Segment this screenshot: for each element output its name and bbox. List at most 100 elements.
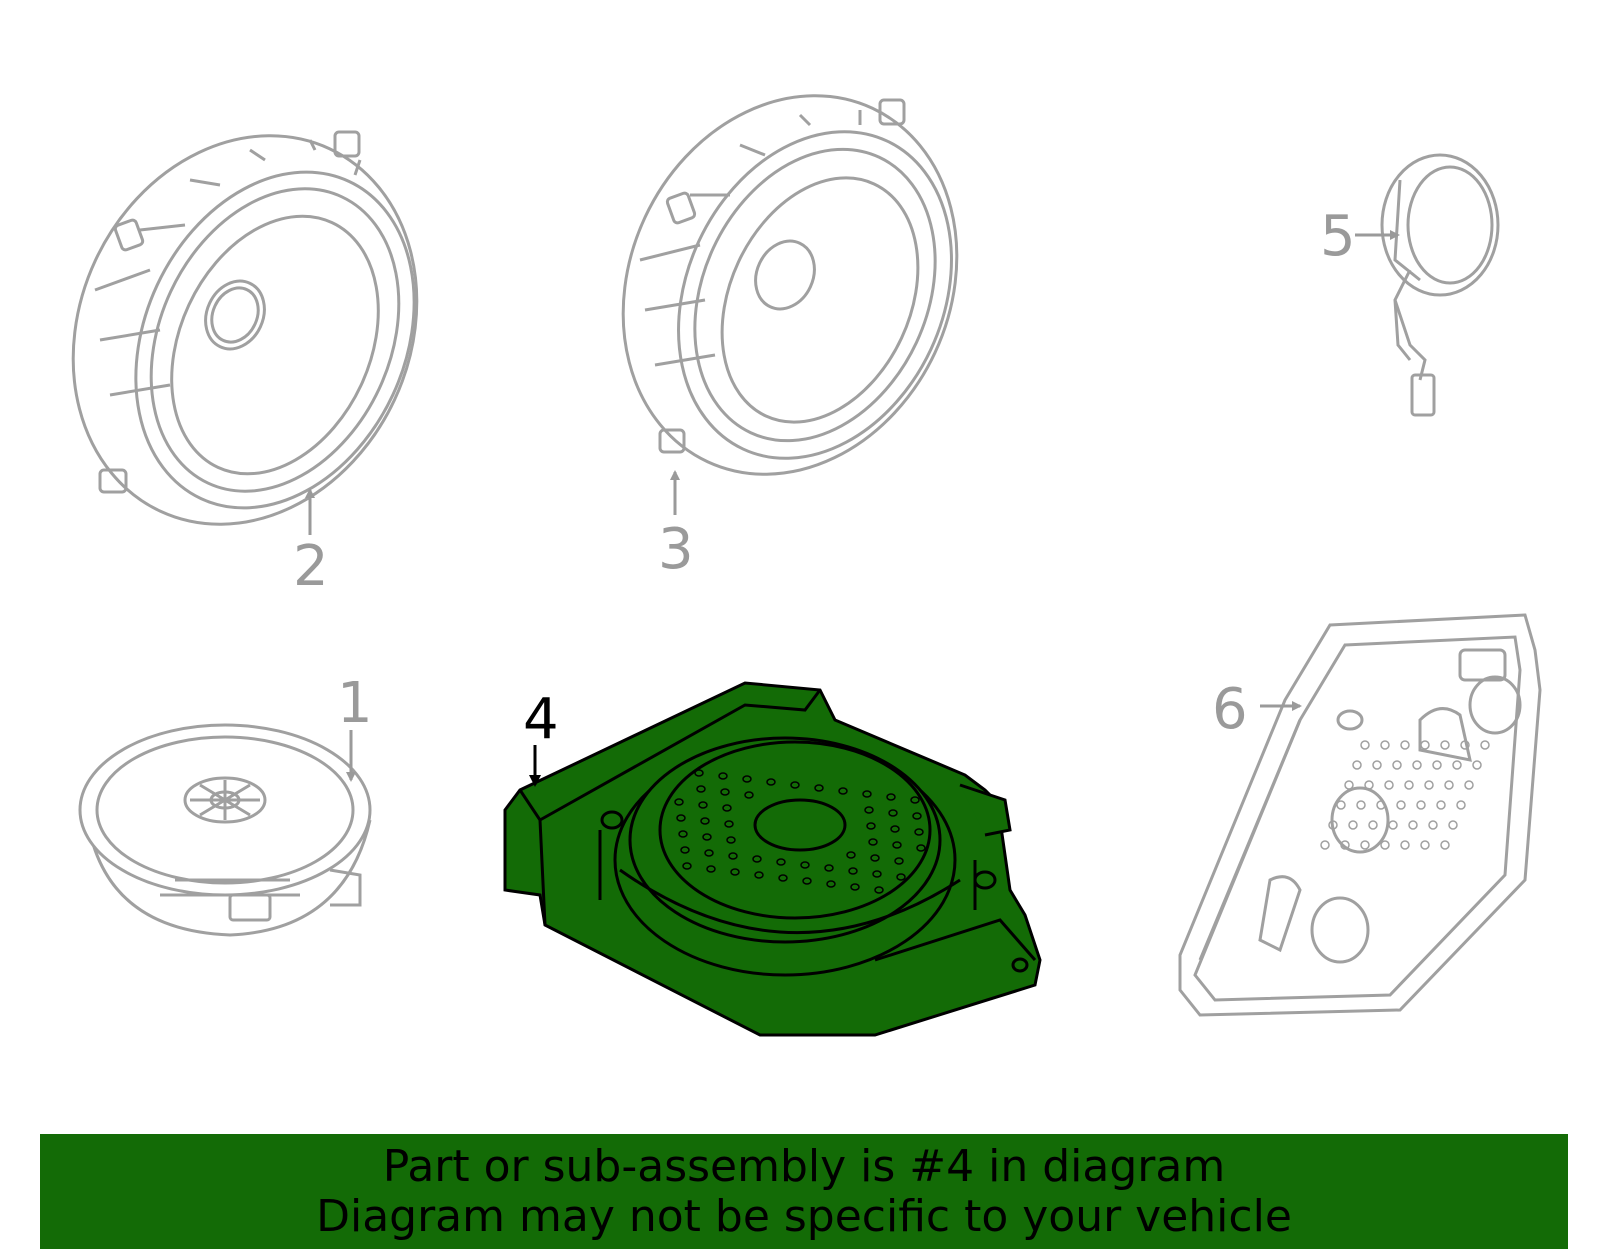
vent-hole [1464,780,1474,790]
vent-hole [1372,760,1382,770]
grille-hole [912,812,922,820]
grille-hole [754,871,764,879]
callout-2: 2 [293,534,329,599]
callout-3: 3 [658,517,694,582]
grille-hole [694,769,704,777]
grille-hole [848,867,858,875]
grille-hole [790,781,800,789]
grille-hole [826,880,836,888]
grille-hole [862,790,872,798]
vent-hole [1420,840,1430,850]
grille-hole [680,846,690,854]
grille-hole [742,775,752,783]
grille-hole [866,822,876,830]
grille-hole [724,820,734,828]
grille-hole [706,865,716,873]
vent-hole [1384,780,1394,790]
vent-hole [1388,820,1398,830]
vent-hole [1400,740,1410,750]
vent-hole [1480,740,1490,750]
grille-hole [702,833,712,841]
vent-hole [1352,760,1362,770]
grille-hole [778,874,788,882]
grille-hole [916,844,926,852]
vent-hole [1412,760,1422,770]
vent-hole [1420,740,1430,750]
vent-hole [1356,800,1366,810]
vent-hole [1376,800,1386,810]
speaker-part-1 [78,723,372,937]
vent-hole [1368,820,1378,830]
grille-hole [682,862,692,870]
vent-hole [1328,820,1338,830]
grille-hole [730,868,740,876]
grille-hole [674,798,684,806]
vent-hole [1436,800,1446,810]
grille-hole [910,796,920,804]
vent-hole [1380,740,1390,750]
grille-hole [728,852,738,860]
subwoofer-part-4 [503,681,1042,1037]
grille-hole [802,877,812,885]
grille-hole [678,830,688,838]
grille-hole [726,836,736,844]
grille-hole [872,870,882,878]
grille-hole [800,861,810,869]
grille-hole [696,785,706,793]
grille-hole [850,883,860,891]
vent-hole [1340,840,1350,850]
grille-hole [720,788,730,796]
grille-hole [868,838,878,846]
grille-hole [892,841,902,849]
grille-hole [722,804,732,812]
vent-hole [1448,820,1458,830]
callout-5: 5 [1320,204,1356,269]
vent-hole [1432,760,1442,770]
grille-hole [886,793,896,801]
grille-hole [744,791,754,799]
grille-hole [752,855,762,863]
callout-4: 4 [523,687,559,752]
vent-hole [1452,760,1462,770]
grille-hole [896,873,906,881]
vent-hole [1404,780,1414,790]
vent-hole [1364,780,1374,790]
banner-line-1: Part or sub-assembly is #4 in diagram [382,1140,1226,1192]
amplifier-vent-holes [1320,740,1490,850]
grille-hole [718,772,728,780]
grille-hole [888,809,898,817]
grille-hole [766,778,776,786]
vent-hole [1416,800,1426,810]
grille-hole [676,814,686,822]
amplifier-part-6 [1178,613,1542,1017]
vent-hole [1380,840,1390,850]
grille-hole [894,857,904,865]
grille-hole [704,849,714,857]
vent-hole [1440,740,1450,750]
vent-hole [1400,840,1410,850]
vent-hole [1396,800,1406,810]
vent-hole [1440,840,1450,850]
vent-hole [1444,780,1454,790]
vent-hole [1460,740,1470,750]
grille-hole [698,801,708,809]
vent-hole [1392,760,1402,770]
vent-hole [1428,820,1438,830]
vent-hole [1344,780,1354,790]
vent-hole [1320,840,1330,850]
speaker-part-3 [621,94,959,515]
grille-hole [824,864,834,872]
grille-hole [914,828,924,836]
vent-hole [1408,820,1418,830]
vent-hole [1456,800,1466,810]
vent-hole [1360,840,1370,850]
grille-hole [890,825,900,833]
callout-1: 1 [337,671,373,736]
grille-hole [700,817,710,825]
callout-6: 6 [1212,677,1248,742]
subwoofer-grille-holes [674,769,926,894]
vent-hole [1472,760,1482,770]
grille-hole [846,851,856,859]
tweeter-part-5 [1355,153,1500,417]
